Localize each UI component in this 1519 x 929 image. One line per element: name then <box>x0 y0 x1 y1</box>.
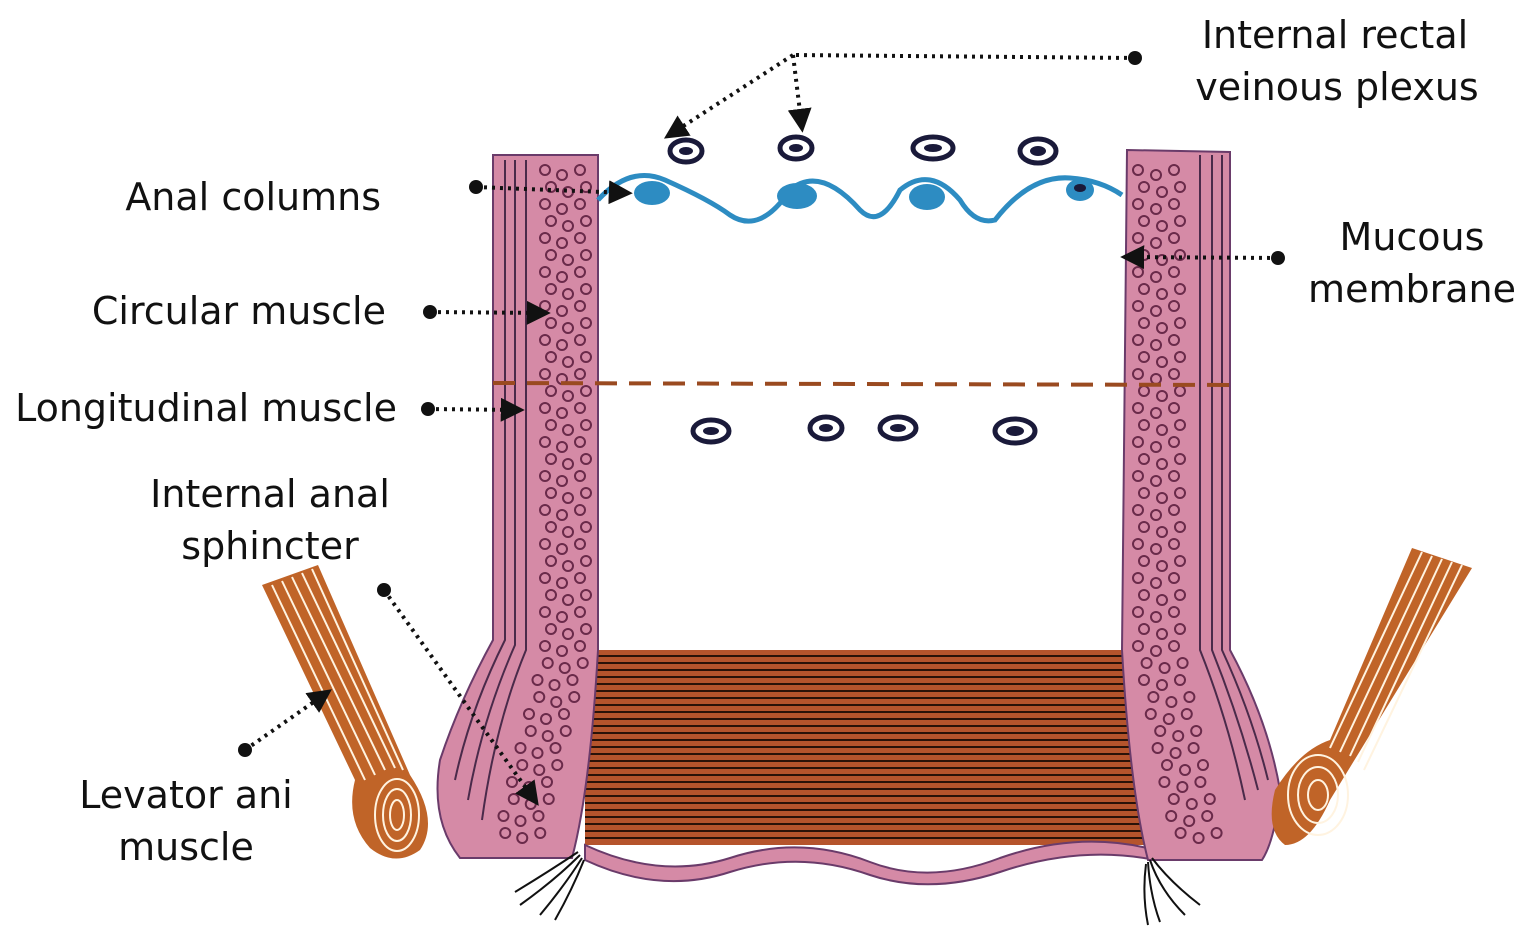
anal-columns-mucosa <box>598 176 1122 222</box>
label-levator-ani-muscle-line2: muscle <box>118 825 254 869</box>
label-internal-anal-sphincter-line2: sphincter <box>181 524 359 568</box>
label-internal-rectal-veinous-plexus-line2: veinous plexus <box>1195 65 1478 109</box>
label-anal-columns: Anal columns <box>125 175 381 219</box>
levator-ani-right <box>1272 548 1472 845</box>
label-circular-muscle: Circular muscle <box>92 289 386 333</box>
label-longitudinal-muscle: Longitudinal muscle <box>15 386 397 430</box>
label-levator-ani-muscle-line1: Levator ani <box>79 773 292 817</box>
label-internal-rectal-veinous-plexus-line1: Internal rectal <box>1202 13 1468 57</box>
label-mucous-membrane-line1: Mucous <box>1340 215 1485 259</box>
label-mucous-membrane-line2: membrane <box>1308 267 1516 311</box>
dentate-line <box>493 383 1232 385</box>
right-anal-wall <box>1122 150 1280 860</box>
left-anal-wall <box>438 155 599 858</box>
internal-rectal-veins <box>670 137 1056 443</box>
label-internal-anal-sphincter-line1: Internal anal <box>150 472 390 516</box>
internal-anal-sphincter-band <box>585 650 1155 884</box>
